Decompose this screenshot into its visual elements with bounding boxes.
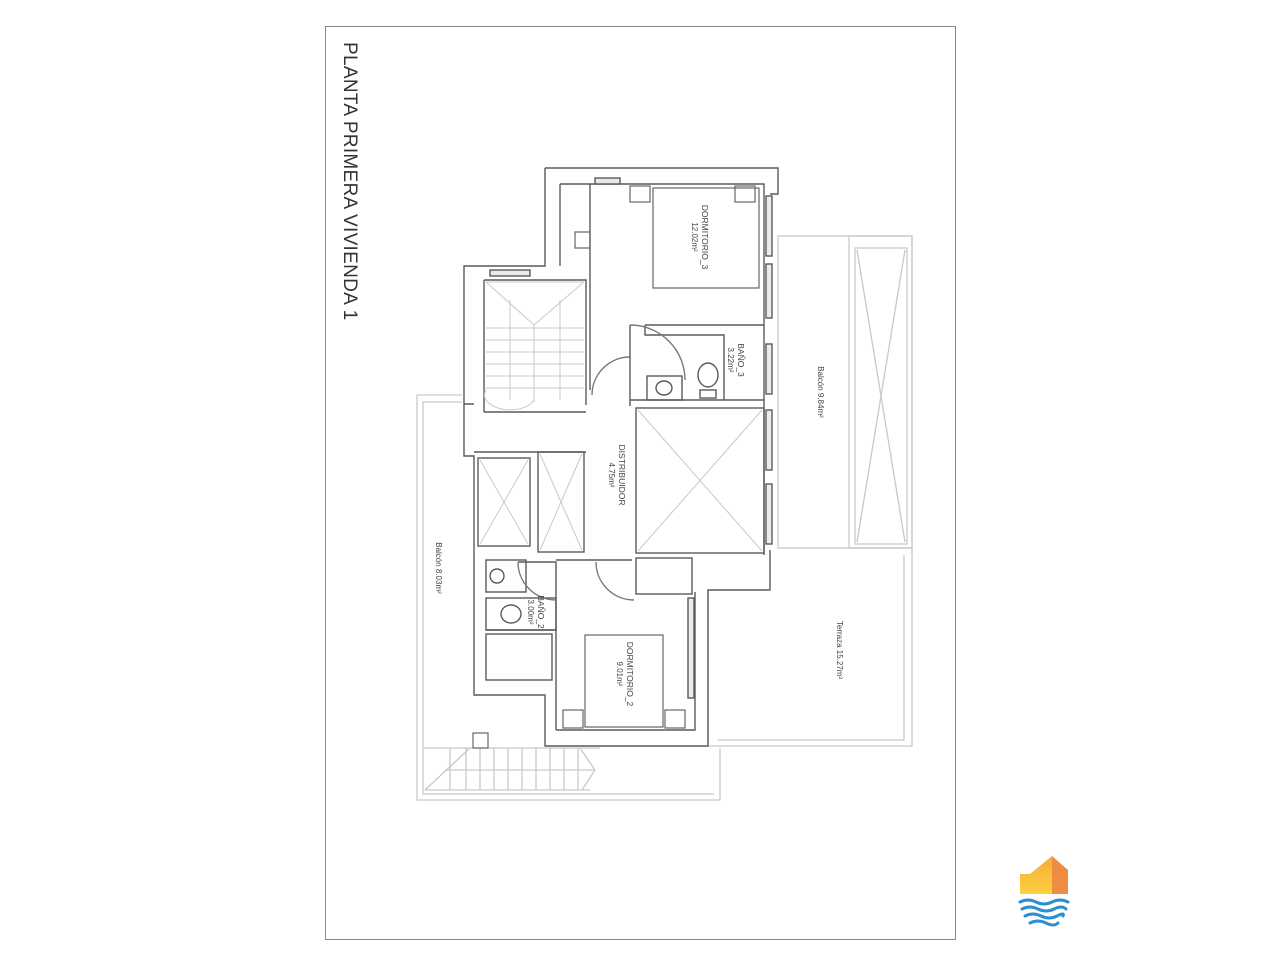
label-balcon-left: Balcón 8.03m² — [434, 542, 443, 594]
balcon-right-planter-inner — [854, 247, 908, 545]
house-waves-logo-icon — [1018, 856, 1070, 927]
label-dormitorio-3: DORMITORIO_3 — [700, 205, 710, 270]
area-bano-2: 3.00m² — [526, 600, 535, 625]
exterior-terraces — [416, 235, 913, 801]
label-terraza: Terraza 15.27m² — [835, 621, 844, 680]
area-distribuidor: 4.75m² — [607, 463, 616, 488]
area-dormitorio-2: 9.01m² — [615, 662, 624, 687]
furniture — [472, 185, 760, 749]
area-bano-3: 3.22m² — [726, 348, 735, 373]
label-bano-3: BAÑO_3 — [736, 343, 746, 377]
room-labels: DORMITORIO_3 12.02m² BAÑO_3 3.22m² DISTR… — [434, 205, 844, 707]
label-bano-2: BAÑO_2 — [536, 595, 546, 629]
label-dormitorio-2: DORMITORIO_2 — [625, 642, 635, 707]
label-balcon-right: Balcón 9.84m² — [816, 366, 825, 418]
light-geometry — [479, 281, 763, 552]
balcon-right-outline — [777, 235, 913, 549]
bed-dormitorio-2 — [584, 634, 664, 728]
label-distribuidor: DISTRIBUIDOR — [617, 445, 627, 506]
bed-dormitorio-3 — [652, 187, 760, 289]
walls — [463, 167, 779, 747]
area-dormitorio-3: 12.02m² — [690, 222, 699, 252]
drawing-frame — [325, 26, 956, 940]
